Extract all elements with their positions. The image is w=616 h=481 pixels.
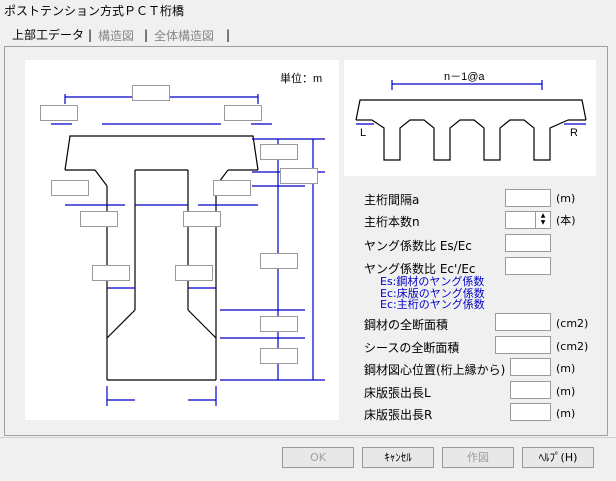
note-es: Es:鋼材のヤング係数 — [380, 275, 485, 288]
tab-superstructure-data[interactable]: 上部工データ — [12, 28, 85, 42]
girder-count-label: 主桁本数n — [364, 215, 420, 229]
overview-drawing: n－1@a L R — [355, 71, 587, 161]
left-overhang-label: L — [360, 127, 366, 139]
girder-count-unit: (本) — [556, 214, 576, 227]
slab-overhang-r-unit: (m) — [556, 407, 576, 420]
sheath-area-unit: (cm2) — [556, 340, 589, 353]
note-ec-slab: Ec:床版のヤング係数 — [380, 287, 485, 300]
tab-separator: | — [226, 28, 231, 42]
total-width-field[interactable] — [132, 85, 170, 101]
dimension-lines — [51, 94, 325, 406]
haunch-height-field[interactable] — [280, 168, 318, 184]
taper-height-field[interactable] — [260, 316, 298, 332]
left-overhang-field[interactable] — [40, 105, 78, 121]
draw-button[interactable]: 作図 — [442, 447, 514, 468]
right-web-field[interactable] — [175, 265, 213, 281]
slab-overhang-r-label: 床版張出長R — [364, 408, 433, 422]
overview-dimensions — [356, 80, 586, 125]
steel-centroid-input[interactable] — [510, 358, 551, 376]
young-ratio-es-input[interactable] — [505, 234, 551, 252]
sheath-area-input[interactable] — [495, 336, 551, 354]
left-web-top-field[interactable] — [80, 211, 118, 227]
right-flange-field[interactable] — [213, 180, 251, 196]
left-flange-field[interactable] — [51, 180, 89, 196]
young-ratio-es-label: ヤング係数比 Es/Ec — [364, 239, 472, 253]
girder-count-spinner[interactable]: ▲ ▼ — [505, 211, 551, 229]
tab-separator: | — [88, 28, 93, 42]
slab-overhang-l-label: 床版張出長L — [364, 386, 431, 400]
cancel-button[interactable]: ｷｬﾝｾﾙ — [362, 447, 434, 468]
girder-spacing-input[interactable] — [505, 189, 551, 207]
note-ec-girder: Ec:主桁のヤング係数 — [380, 298, 485, 311]
tab-separator: | — [144, 28, 149, 42]
slab-thickness-field[interactable] — [260, 144, 298, 160]
girder-spacing-unit: (m) — [556, 192, 576, 205]
left-web-field[interactable] — [92, 265, 130, 281]
slab-overhang-r-input[interactable] — [510, 403, 551, 421]
steel-area-unit: (cm2) — [556, 317, 589, 330]
spinner-buttons[interactable]: ▲ ▼ — [535, 212, 550, 228]
girder-section-diagram: 単位：m — [25, 60, 339, 420]
tab-structure-drawing[interactable]: 構造図 — [98, 29, 135, 43]
spacing-label: n－1@a — [444, 71, 485, 83]
girder-outline — [64, 135, 259, 381]
steel-area-input[interactable] — [495, 313, 551, 331]
window-title: ポストテンション方式ＰＣＴ桁橋 — [4, 4, 185, 18]
footer-divider — [0, 437, 616, 438]
ok-button[interactable]: OK — [282, 447, 354, 468]
young-ratio-ec-label: ヤング係数比 Ec'/Ec — [364, 262, 476, 276]
unit-label: 単位：m — [280, 71, 322, 85]
slab-overhang-l-unit: (m) — [556, 385, 576, 398]
steel-centroid-unit: (m) — [556, 362, 576, 375]
bottom-flange-field[interactable] — [260, 348, 298, 364]
steel-centroid-label: 鋼材図心位置(桁上縁から) — [364, 363, 506, 377]
right-overhang-field[interactable] — [224, 105, 262, 121]
steel-area-label: 鋼材の全断面積 — [364, 318, 449, 332]
overview-diagram: n－1@a L R — [344, 60, 596, 176]
slab-overhang-l-input[interactable] — [510, 381, 551, 399]
girder-spacing-label: 主桁間隔a — [364, 193, 420, 207]
right-overhang-label: R — [570, 127, 578, 139]
tab-overall-drawing[interactable]: 全体構造図 — [154, 29, 215, 43]
right-web-top-field[interactable] — [183, 211, 221, 227]
web-height-field[interactable] — [260, 253, 298, 269]
young-ratio-ec-input[interactable] — [505, 257, 551, 275]
sheath-area-label: シースの全断面積 — [364, 341, 460, 355]
multi-girder-outline — [355, 99, 587, 161]
help-button[interactable]: ﾍﾙﾌﾟ(H) — [522, 447, 594, 468]
spinner-up-icon[interactable]: ▲ — [540, 212, 546, 219]
spinner-down-icon[interactable]: ▼ — [540, 219, 546, 226]
